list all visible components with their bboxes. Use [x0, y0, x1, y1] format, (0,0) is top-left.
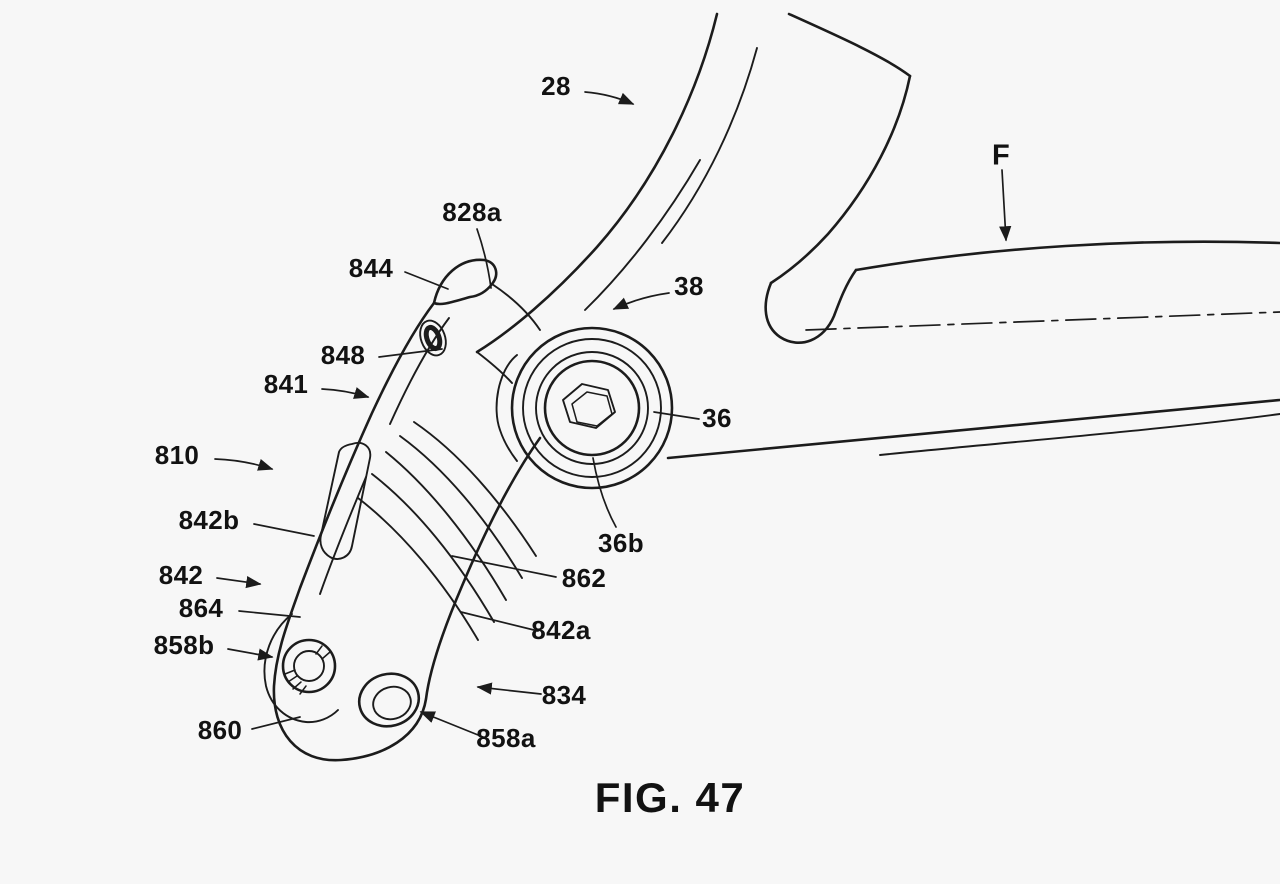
leader-828a	[476, 228, 492, 289]
leader-842a	[460, 611, 539, 632]
spring-862-drawing	[357, 421, 537, 641]
hanger-body-810-drawing	[263, 258, 542, 762]
leader-848	[378, 348, 443, 358]
leader-864	[238, 610, 301, 618]
ref-label-842b: 842b	[178, 505, 240, 535]
ref-label-844: 844	[348, 253, 394, 283]
leader-860	[251, 716, 301, 730]
leader-36b	[592, 457, 617, 528]
seat-stay-tube-28-drawing	[475, 12, 912, 384]
pivot-bolt-36-drawing	[495, 326, 674, 490]
leader-28	[584, 91, 635, 105]
ref-label-860: 860	[197, 715, 243, 745]
leader-858a	[419, 711, 489, 740]
ref-label-862: 862	[561, 563, 607, 593]
ref-label-36b: 36b	[597, 528, 645, 558]
ref-label-848: 848	[320, 340, 366, 370]
leader-841	[321, 387, 370, 399]
leader-36	[653, 411, 700, 420]
ref-label-f: F	[991, 139, 1011, 172]
leader-858b	[227, 648, 274, 661]
ref-label-842: 842	[158, 560, 204, 590]
leader-834	[476, 682, 542, 695]
leader-844	[404, 271, 449, 290]
ref-label-28: 28	[541, 71, 571, 101]
leader-38	[612, 292, 670, 310]
ref-label-841: 841	[263, 369, 309, 399]
leader-862	[451, 555, 557, 578]
ref-label-828a: 828a	[442, 197, 502, 227]
figure-caption: FIG. 47	[594, 774, 746, 821]
ref-label-810: 810	[154, 440, 200, 470]
ref-label-834: 834	[541, 680, 587, 710]
chain-stay-f-drawing	[666, 240, 1280, 460]
leader-842b	[253, 523, 315, 537]
ref-label-864: 864	[178, 593, 224, 623]
leader-810	[214, 458, 274, 471]
ref-label-36: 36	[702, 403, 732, 433]
ref-label-858b: 858b	[153, 630, 215, 660]
leader-f	[999, 169, 1012, 242]
ref-label-842a: 842a	[531, 615, 591, 645]
leader-842	[216, 576, 262, 589]
mount-holes-drawing	[281, 638, 421, 728]
ref-label-858a: 858a	[476, 723, 536, 753]
ref-label-38: 38	[674, 271, 704, 301]
leader-lines	[214, 91, 1012, 740]
